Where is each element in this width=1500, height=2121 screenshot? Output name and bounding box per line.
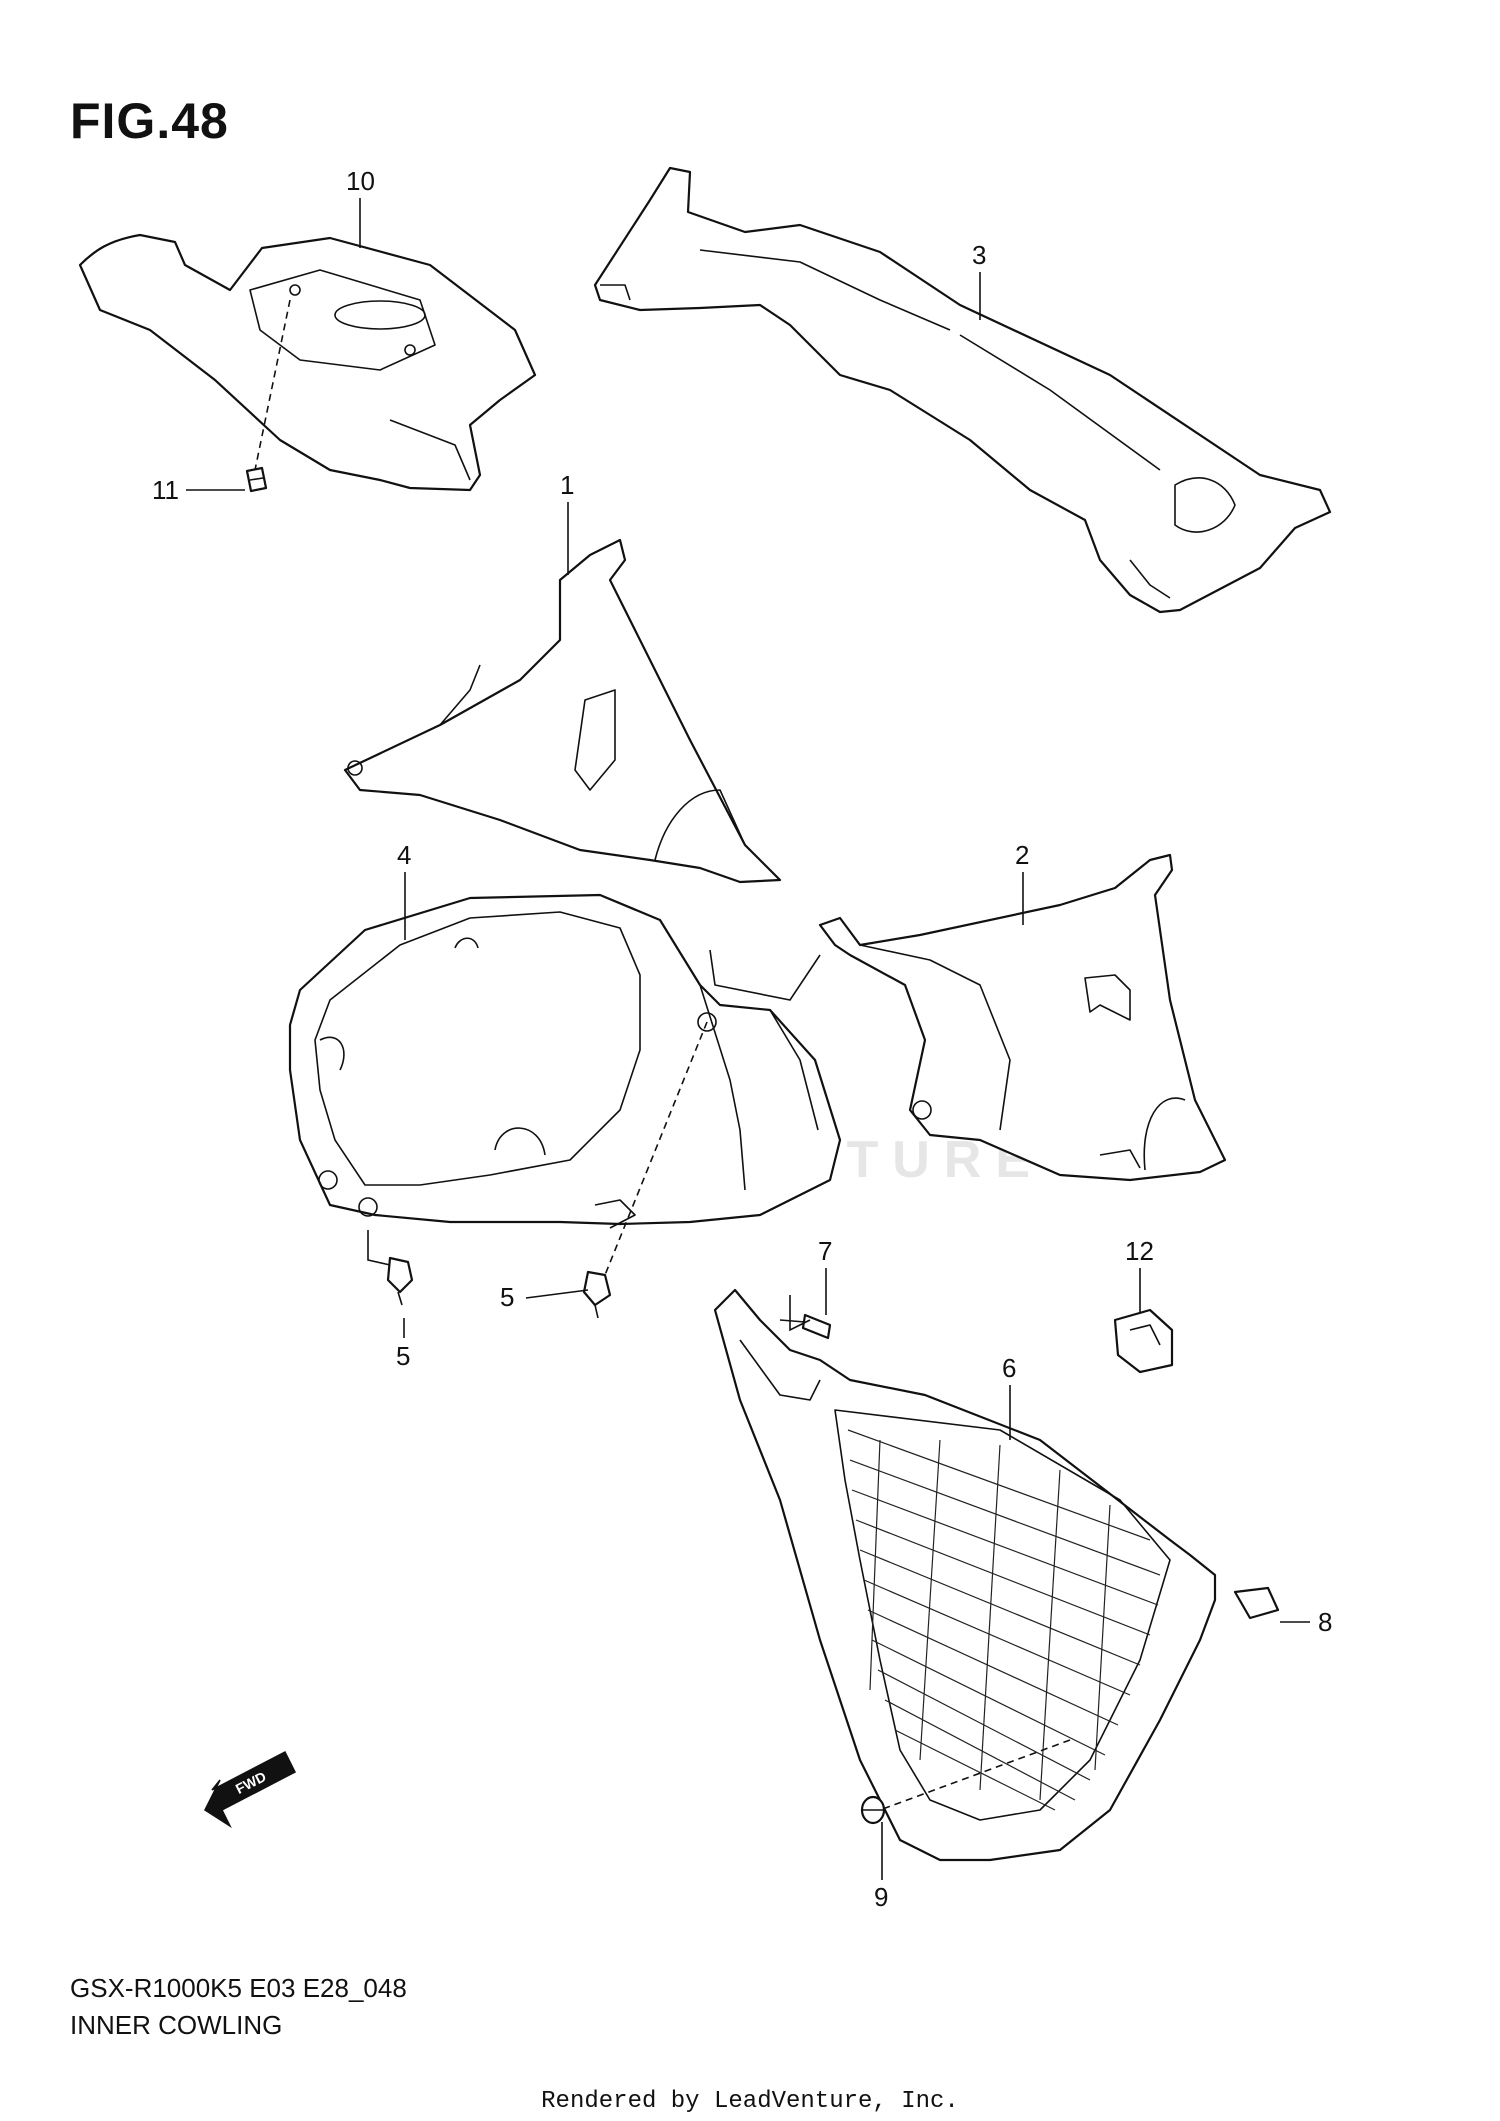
mount-line-11 [254,299,291,471]
leader-5b [525,1289,589,1299]
part-3-duct [593,166,1332,614]
part-5-clip-center [582,1270,612,1319]
callout-4: 4 [397,840,411,870]
mount-line-4-5 [604,1021,708,1276]
figure-title: FIG.48 [70,93,229,149]
callout-12: 12 [1125,1236,1154,1266]
section-name: INNER COWLING [70,2010,283,2040]
part-12-nut [1113,1308,1174,1374]
mesh-grille [847,1429,1161,1811]
callout-10: 10 [346,166,375,196]
part-4-frame [288,893,842,1229]
callout-2: 2 [1015,840,1029,870]
part-8-clip [1233,1586,1280,1620]
callout-5b: 5 [500,1282,514,1312]
render-credit: Rendered by LeadVenture, Inc. [541,2088,959,2115]
mount-bracket-1-2 [709,949,821,1001]
callout-11: 11 [152,475,179,505]
part-9-grommet [860,1795,886,1825]
callout-7: 7 [818,1236,832,1266]
part-1-panel [343,538,782,884]
mount-bracket-4-5 [367,1230,391,1266]
mount-bracket-6-7 [789,1295,811,1332]
part-5-clip-left [386,1256,414,1306]
callout-1: 1 [560,470,574,500]
callout-5a: 5 [396,1341,410,1371]
fwd-arrow-icon: FWD [204,1750,297,1829]
callout-6: 6 [1002,1353,1016,1383]
mount-line-6-9 [879,1739,1071,1811]
part-11-bolt [245,466,268,493]
callout-8: 8 [1318,1607,1332,1637]
part-10-cover [78,233,537,492]
part-6-lower-cowl [713,1288,1217,1862]
part-7-screw [779,1313,832,1340]
model-code: GSX-R1000K5 E03 E28_048 [70,1973,407,2003]
part-2-panel [818,853,1227,1182]
callout-3: 3 [972,240,986,270]
callout-9: 9 [874,1882,888,1912]
